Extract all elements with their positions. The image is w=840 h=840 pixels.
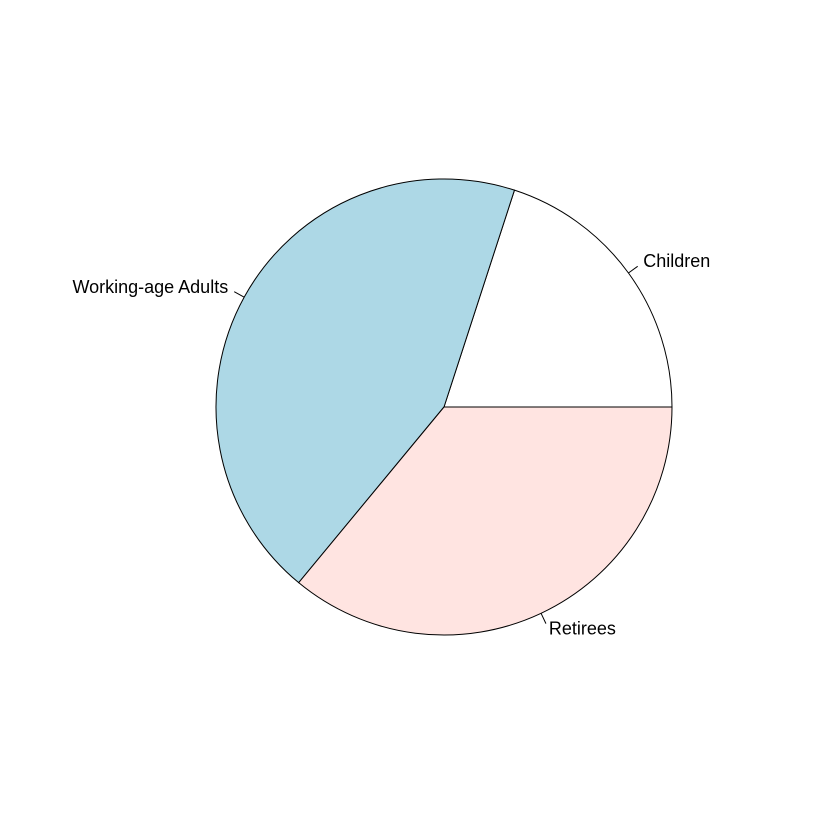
slice-label-children: Children bbox=[643, 251, 710, 271]
slice-label-working-age-adults: Working-age Adults bbox=[72, 277, 228, 297]
label-line-children bbox=[628, 265, 638, 274]
label-line-working-age-adults bbox=[233, 291, 245, 298]
pie-slice-retirees bbox=[297, 406, 673, 636]
slice-label-retirees: Retirees bbox=[549, 619, 616, 639]
slices-layer bbox=[215, 178, 673, 636]
pie-slice-children bbox=[443, 189, 673, 408]
pie-slice-working-age-adults bbox=[215, 178, 516, 584]
label-line-retirees bbox=[540, 613, 547, 624]
